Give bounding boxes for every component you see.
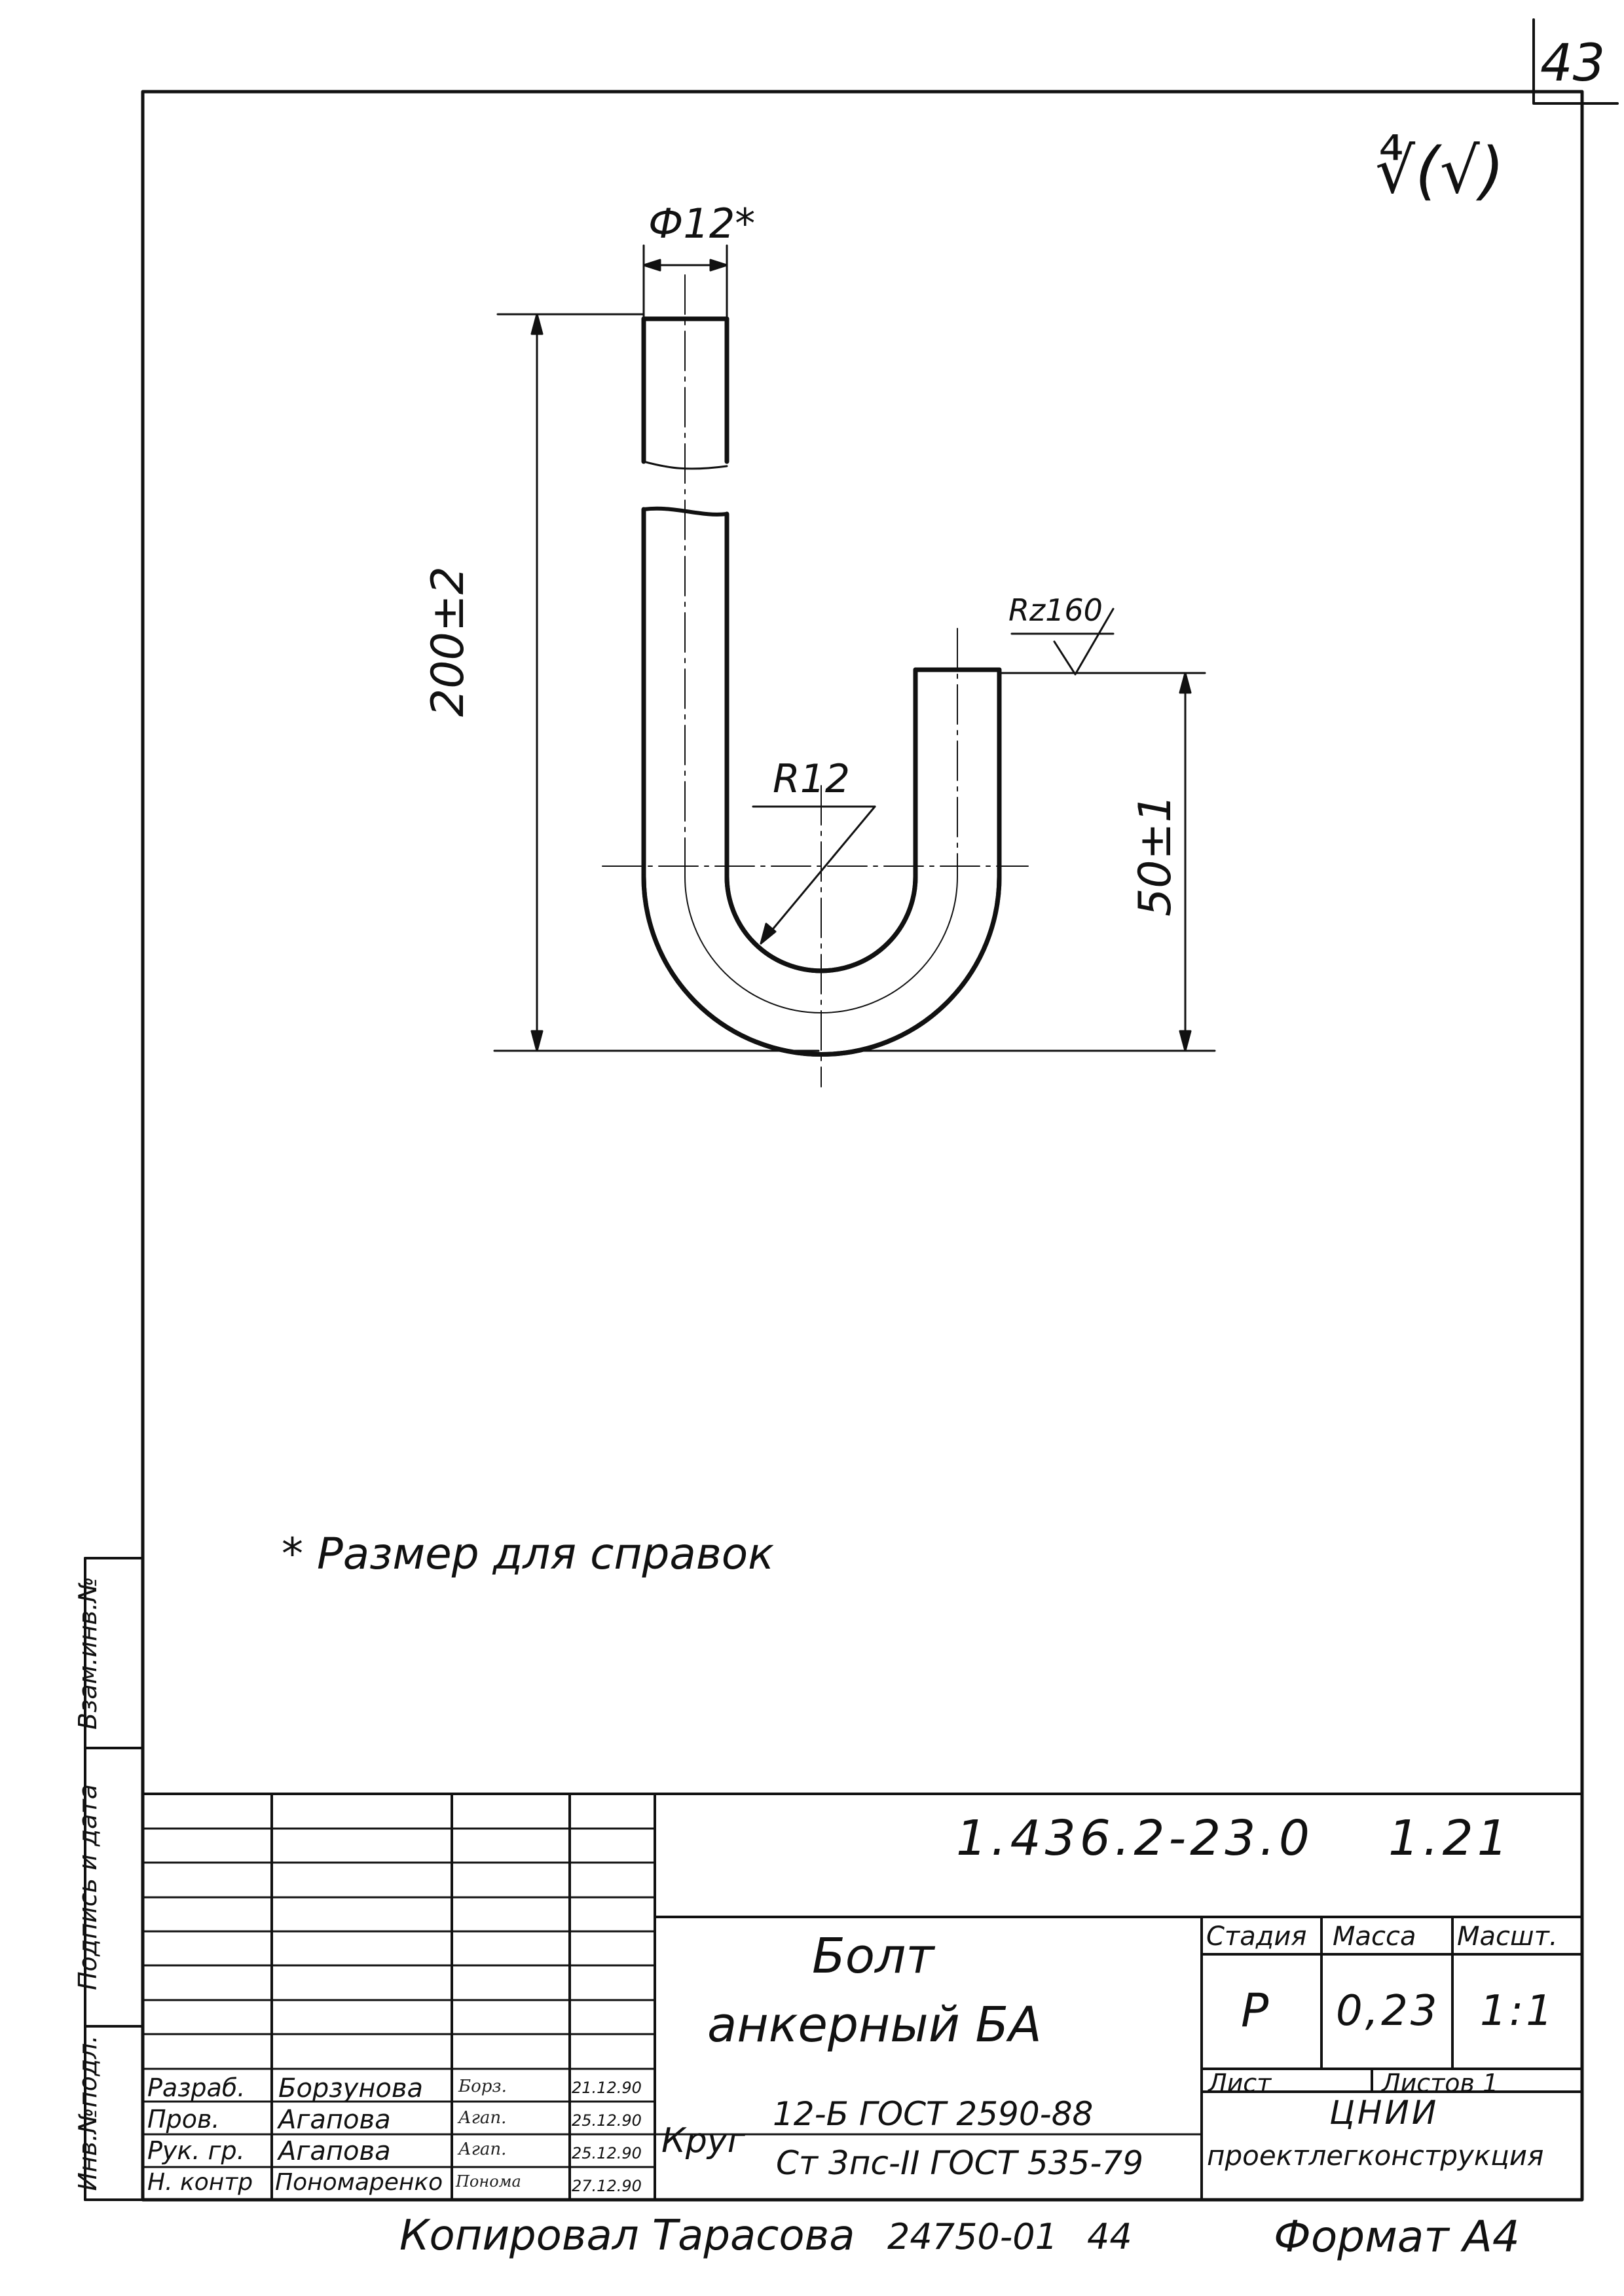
end-roughness-label: Rz160 xyxy=(1008,592,1103,628)
row-date: 27.12.90 xyxy=(572,2177,642,2195)
center-lines xyxy=(602,274,1029,1087)
doc-code: 1.436.2-23.0 xyxy=(956,1810,1314,1867)
row-role: Разраб. xyxy=(147,2073,246,2102)
radius-label: R12 xyxy=(773,756,851,802)
length-label: 200±2 xyxy=(422,566,474,717)
side-stamp-podpis: Подпись и дата xyxy=(73,1784,102,1990)
sheet-label: Лист xyxy=(1208,2069,1272,2098)
row-sign: Агап. xyxy=(458,2140,507,2159)
reference-note: * Размер для справок xyxy=(282,1529,775,1579)
side-stamp-inv-podl: Инв.№подл. xyxy=(73,2035,102,2191)
roughness-sign xyxy=(1010,608,1115,676)
material-bottom: Ст 3пс-II ГОСТ 535-79 xyxy=(776,2144,1144,2182)
part-name-line1: Болт xyxy=(812,1928,934,1984)
page-number: 43 xyxy=(1540,34,1606,93)
title-block-grid xyxy=(143,1793,1582,2200)
scale-value: 1:1 xyxy=(1480,1987,1555,2035)
row-role: Рук. гр. xyxy=(147,2136,245,2165)
copied-by: Копировал Тарасова xyxy=(399,2212,855,2260)
bolt-bend-outer xyxy=(641,874,1002,1057)
org-line2: проектлегконструкция xyxy=(1207,2140,1544,2172)
row-date: 21.12.90 xyxy=(572,2079,642,2097)
footer-number: 24750-01 xyxy=(887,2216,1058,2257)
diameter-dimension xyxy=(642,244,728,320)
side-stamp-frame xyxy=(84,1557,144,2201)
row-date: 25.12.90 xyxy=(572,2144,642,2162)
material-top: 12-Б ГОСТ 2590-88 xyxy=(773,2095,1094,2133)
bolt-shank-top xyxy=(641,316,729,464)
general-roughness: ∜(√) xyxy=(1375,134,1505,208)
break-line-top xyxy=(642,460,728,470)
row-date: 25.12.90 xyxy=(572,2111,642,2130)
format-label: Формат А4 xyxy=(1274,2212,1520,2262)
row-name: Агапова xyxy=(278,2136,391,2166)
leg-height-dimension xyxy=(850,672,1216,1052)
row-sign: Понома xyxy=(456,2172,521,2191)
sheets-label: Листов 1 xyxy=(1382,2069,1499,2098)
row-name: Пономаренко xyxy=(275,2169,443,2196)
footer-page: 44 xyxy=(1087,2216,1132,2257)
row-name: Борзунова xyxy=(278,2073,423,2104)
leg-height-label: 50±1 xyxy=(1130,794,1181,917)
row-sign: Агап. xyxy=(458,2108,507,2128)
row-sign: Борз. xyxy=(458,2077,507,2096)
part-name-line2: анкерный БА xyxy=(707,1997,1042,2053)
org-line1: ЦНИИ xyxy=(1329,2094,1439,2132)
scale-label: Масшт. xyxy=(1457,1922,1558,1952)
material-prefix: Круг xyxy=(661,2121,746,2160)
row-role: Н. контр xyxy=(147,2169,253,2196)
sheet-ref: 1.21 xyxy=(1388,1810,1512,1867)
break-line-bottom xyxy=(642,506,729,517)
radius-leader xyxy=(752,805,876,945)
side-stamp-vzam: Взам.инв.№ xyxy=(73,1576,102,1730)
stage-value: Р xyxy=(1241,1984,1269,2037)
diameter-label: Ф12* xyxy=(648,200,756,247)
length-dimension xyxy=(493,313,820,1052)
row-name: Агапова xyxy=(278,2105,391,2135)
sheet-frame xyxy=(141,90,1584,2202)
mass-label: Масса xyxy=(1333,1922,1416,1952)
mass-value: 0,23 xyxy=(1336,1987,1440,2035)
stage-label: Стадия xyxy=(1206,1922,1307,1952)
page-number-box xyxy=(1532,18,1619,105)
row-role: Пров. xyxy=(147,2105,220,2134)
